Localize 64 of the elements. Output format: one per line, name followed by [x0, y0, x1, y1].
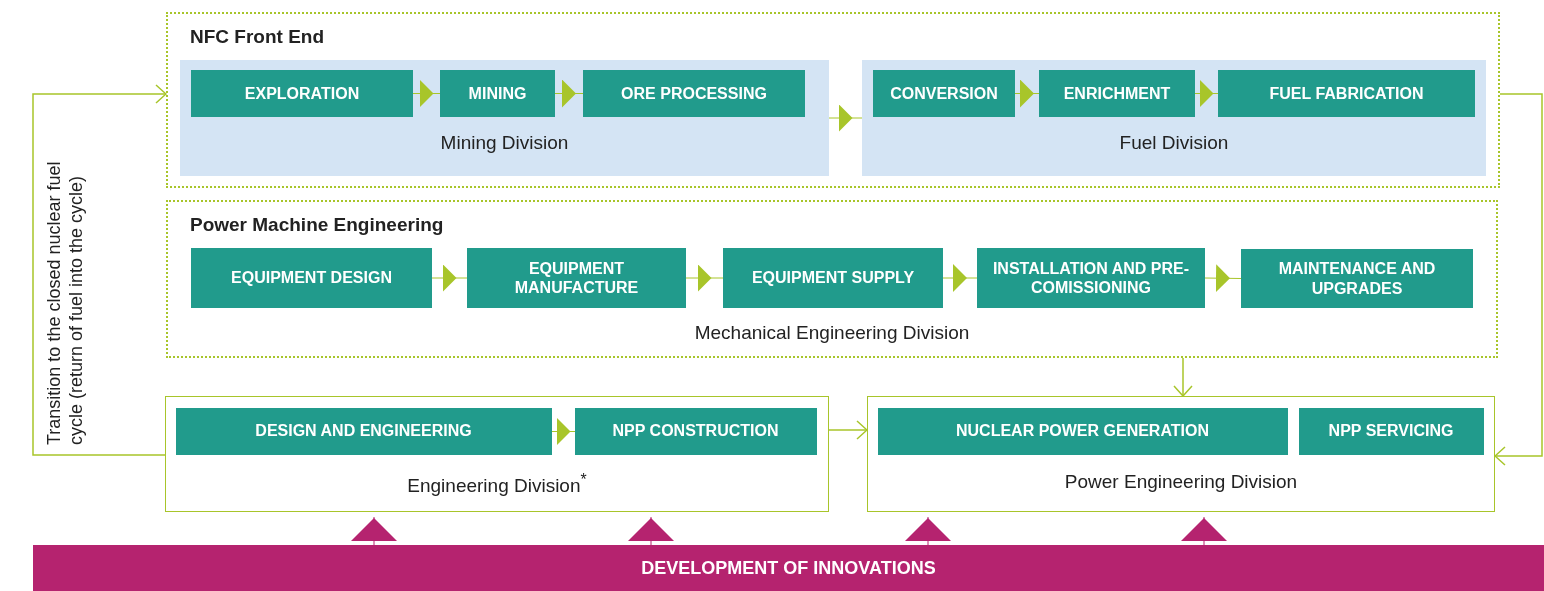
- process-box: [574, 407, 817, 455]
- process-box: [191, 70, 413, 117]
- chevron-arrow: [828, 104, 863, 132]
- chevron-arrow: [685, 264, 724, 292]
- process-box: [1218, 70, 1475, 117]
- process-box: [191, 248, 432, 308]
- step-label: INSTALLATION AND PRE-COMISSIONING: [991, 258, 1191, 298]
- step-label: EQUIPMENT MANUFACTURE: [513, 258, 640, 298]
- triangle-arrow: [351, 516, 397, 546]
- process-box: [175, 407, 552, 455]
- group-frame: [166, 12, 1500, 188]
- step-label: CONVERSION: [890, 83, 998, 104]
- process-box: [873, 70, 1015, 117]
- triangle-arrow: [628, 516, 674, 546]
- process-box: [440, 70, 555, 117]
- process-box: [583, 70, 805, 117]
- division-panel: [180, 60, 829, 176]
- division-name: Fuel Division: [1119, 132, 1229, 153]
- step-label: NPP SERVICING: [1328, 421, 1454, 441]
- process-box: [1241, 249, 1473, 308]
- arrow: [32, 84, 167, 456]
- arrow: [1173, 357, 1193, 397]
- chevron-arrow: [551, 417, 576, 446]
- division-name: Mechanical Engineering Division: [694, 322, 970, 343]
- chevron-arrow: [412, 79, 441, 108]
- step-label: DESIGN AND ENGINEERING: [255, 421, 472, 441]
- chevron-arrow: [1194, 79, 1219, 108]
- group-frame: [166, 200, 1498, 358]
- chevron-arrow: [942, 264, 978, 292]
- step-label: EXPLORATION: [244, 83, 360, 104]
- division-name: Power Engineering Division: [1064, 471, 1298, 492]
- process-box: [977, 248, 1205, 308]
- step-label: FUEL FABRICATION: [1269, 83, 1424, 104]
- process-box: [877, 407, 1288, 455]
- group-heading: Power Machine Engineering: [190, 214, 444, 236]
- chevron-arrow: [1014, 79, 1040, 108]
- step-label: ENRICHMENT: [1063, 83, 1171, 104]
- division-name: Mining Division: [440, 132, 569, 153]
- step-label: NUCLEAR POWER GENERATION: [955, 421, 1209, 441]
- arrow: [828, 420, 868, 440]
- division-name: Engineering Division$^{*}$: [407, 475, 587, 497]
- division-box: [165, 396, 829, 512]
- arrow: [1494, 93, 1543, 466]
- process-box: [1298, 407, 1484, 455]
- step-label: MAINTENANCE AND UPGRADES: [1277, 259, 1437, 298]
- step-label: ORE PROCESSING: [621, 83, 767, 104]
- step-label: EQUIPMENT SUPPLY: [751, 268, 915, 288]
- process-box: [1039, 70, 1195, 117]
- group-heading: NFC Front End: [190, 26, 325, 48]
- chevron-arrow: [431, 264, 468, 292]
- triangle-arrow: [905, 516, 951, 546]
- process-box: [467, 248, 686, 308]
- triangle-arrow: [1181, 516, 1227, 546]
- chevron-arrow: [1204, 264, 1242, 293]
- division-panel: [862, 60, 1486, 176]
- step-label: MINING: [468, 83, 527, 104]
- edge-label: Transition to the closed nuclear fuel cycle (return of fuel into the cycle): [44, 160, 87, 445]
- bar-label: DEVELOPMENT OF INNOVATIONS: [641, 557, 936, 579]
- division-box: [867, 396, 1495, 512]
- process-box: [723, 248, 943, 308]
- step-label: EQUIPMENT DESIGN: [231, 268, 392, 288]
- innovation-bar: [33, 545, 1544, 591]
- step-label: NPP CONSTRUCTION: [612, 421, 779, 441]
- chevron-arrow: [554, 79, 584, 108]
